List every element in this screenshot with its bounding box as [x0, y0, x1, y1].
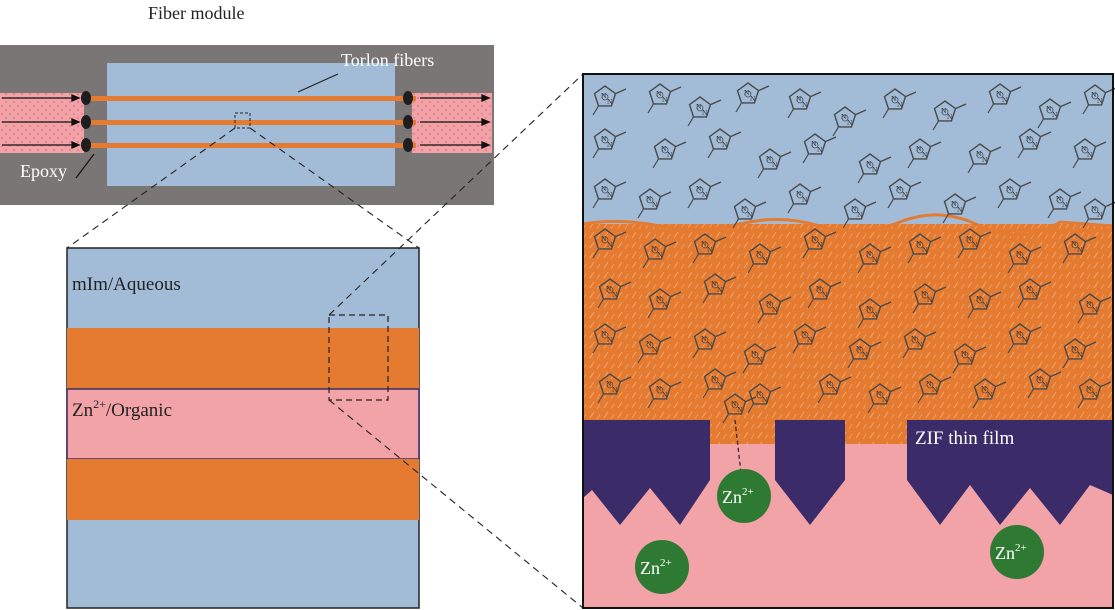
torlon-leader-line — [297, 73, 339, 93]
zn-ion-circle-icon: Zn2+ — [635, 540, 689, 594]
orange-layer-bottom — [67, 459, 419, 520]
svg-text:Zn2+: Zn2+ — [722, 486, 754, 507]
zn-ion-circle-icon: Zn2+ — [990, 525, 1044, 579]
inlet-organic — [0, 93, 84, 153]
svg-text:Zn2+: Zn2+ — [995, 542, 1027, 563]
fiber-2 — [82, 120, 416, 125]
fiber-cross-section: mIm/Aqueous Zn2+/Organic — [66, 247, 420, 609]
interface-detail: ZIF thin film — [582, 73, 1115, 609]
epoxy-seals — [81, 91, 413, 152]
zoom-lines-1 — [66, 127, 420, 249]
right-arrow-icon — [2, 94, 491, 149]
orange-edge — [582, 213, 1114, 237]
zoom-lines-2 — [328, 73, 584, 609]
organic-region — [66, 388, 420, 460]
mim-aqueous-label: mIm/Aqueous — [72, 274, 181, 295]
fiber-1 — [82, 96, 416, 101]
fiber-zoom-box — [234, 112, 251, 129]
epoxy-label: Epoxy — [20, 161, 67, 181]
zn-ion-circle-icon: Zn2+ — [717, 469, 771, 523]
interface-zoom-box — [328, 314, 389, 401]
torlon-fibers-label: Torlon fibers — [341, 50, 434, 70]
detail-frame — [582, 73, 1114, 609]
fiber-module-title: Fiber module — [148, 3, 245, 23]
svg-text:Zn2+: Zn2+ — [640, 557, 672, 578]
fiber-3 — [82, 143, 416, 148]
zif-thin-film-label: ZIF thin film — [915, 428, 1014, 449]
outlet-organic — [412, 93, 492, 153]
orange-layer-top — [67, 328, 419, 389]
zn-organic-label: Zn2+/Organic — [72, 397, 172, 421]
fiber-module: Fiber module Torlon fibers Epoxy — [0, 3, 494, 205]
epoxy-leader-line — [75, 153, 95, 179]
zif-thin-film — [583, 420, 1113, 525]
